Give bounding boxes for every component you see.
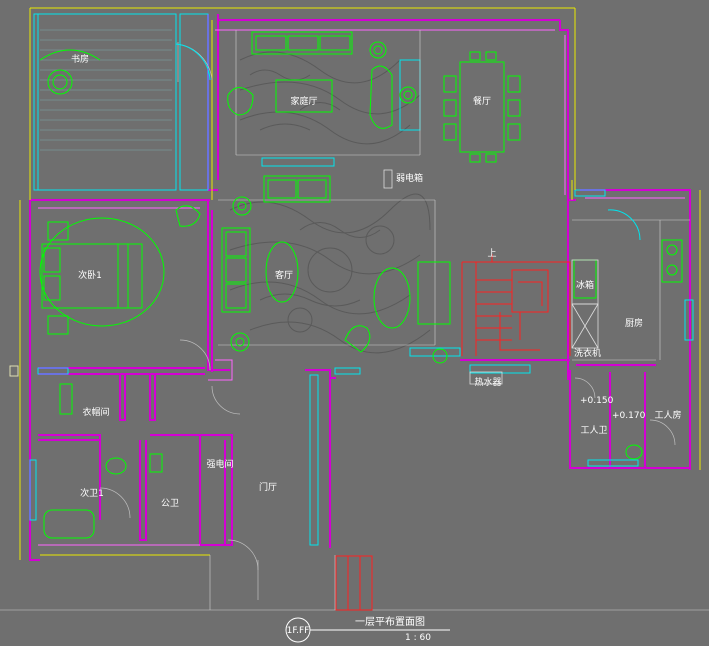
living-round-rug — [373, 267, 411, 329]
family-armchair — [227, 87, 254, 116]
living-sofa-top — [263, 175, 331, 203]
annotation-lines — [9, 7, 701, 560]
label-maid-room: 工人房 — [654, 409, 681, 421]
label-fridge: 冰箱 — [576, 279, 594, 291]
label-study: 书房 — [71, 53, 89, 65]
drawing-title: 一层平布置面图 — [355, 616, 425, 628]
living-coffee-table — [265, 241, 299, 303]
dining-table — [459, 61, 505, 153]
title-symbol: 1F.FF — [287, 626, 310, 636]
bedroom-bed — [41, 243, 129, 309]
label-electrical-room: 强电间 — [206, 458, 233, 470]
label-public-bath: 公卫 — [161, 498, 179, 509]
label-living-room: 客厅 — [275, 269, 293, 281]
door-swings — [99, 42, 676, 600]
staircase — [335, 254, 571, 611]
family-chaise — [369, 65, 393, 129]
kitchen-appliances — [9, 169, 599, 385]
label-second-bath: 次卫1 — [80, 487, 104, 499]
label-entrance: 门厅 — [259, 481, 277, 493]
room-labels: 书房 家庭厅 餐厅 弱电箱 次卧1 客厅 冰箱 厨房 洗衣机 上 热水器 +0.… — [71, 53, 682, 509]
door-swings-cyan — [175, 43, 641, 241]
study-window-hatch — [40, 29, 172, 151]
label-water-heater: 热水器 — [474, 376, 501, 388]
drawing-scale: 1 : 60 — [405, 633, 431, 643]
walls-light — [38, 29, 685, 546]
label-elevation-b: +0.170 — [612, 411, 646, 421]
bedroom-rug — [39, 217, 165, 327]
weak-current-box — [383, 169, 393, 189]
family-sofa — [251, 31, 353, 55]
label-weak-current-box: 弱电箱 — [396, 172, 423, 184]
study-chair — [47, 69, 73, 95]
kitchen-stove — [661, 239, 683, 283]
water-heater — [469, 371, 503, 385]
living-armchair — [417, 261, 451, 325]
label-maid-bath: 工人卫 — [580, 425, 607, 436]
label-second-bedroom: 次卧1 — [78, 269, 102, 281]
floor-pattern-family — [239, 51, 421, 145]
washing-machine — [571, 303, 599, 349]
floor-pattern-living — [229, 193, 431, 354]
label-stair-up: 上 — [487, 248, 496, 259]
walls — [29, 14, 691, 561]
label-closet: 衣帽间 — [82, 406, 109, 418]
label-elevation-a: +0.150 — [580, 396, 614, 406]
structure-lines — [0, 30, 709, 611]
living-sofa-left — [221, 227, 251, 313]
label-kitchen: 厨房 — [625, 317, 643, 329]
label-dining: 餐厅 — [473, 95, 491, 107]
bathtub — [43, 509, 95, 539]
furniture — [39, 31, 683, 539]
family-coffee-table — [275, 79, 333, 113]
label-washer: 洗衣机 — [574, 347, 601, 359]
title-block: 1F.FF 一层平布置面图 1 : 60 — [285, 616, 450, 643]
windows — [29, 13, 694, 546]
label-family-room: 家庭厅 — [290, 95, 317, 107]
